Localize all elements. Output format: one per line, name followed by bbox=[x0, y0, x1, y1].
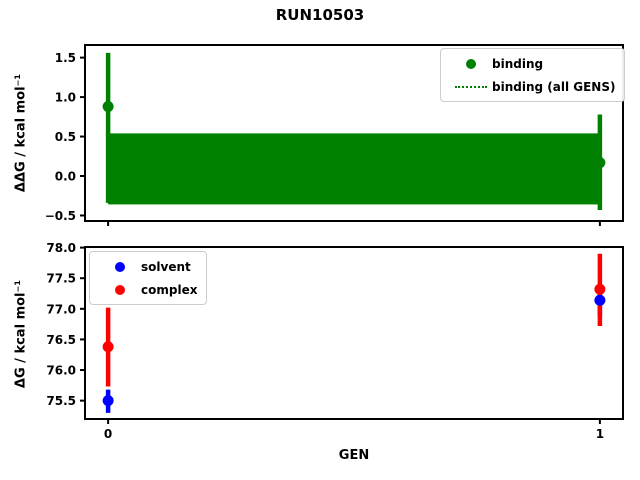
top-y-axis-label: ΔΔG / kcal mol⁻¹ bbox=[13, 73, 29, 193]
y-tick-label: −0.5 bbox=[45, 209, 76, 223]
legend-marker-cell bbox=[450, 85, 492, 88]
y-tick-label: 0.5 bbox=[55, 130, 76, 144]
axes-frame bbox=[84, 44, 624, 222]
y-tick-label: 78.0 bbox=[46, 241, 76, 255]
legend-item-solvent: solvent bbox=[99, 255, 197, 278]
legend-item-complex: complex bbox=[99, 278, 197, 301]
complex-marker-icon bbox=[115, 284, 125, 295]
y-tick-label: 75.5 bbox=[46, 394, 76, 408]
legend-marker-cell bbox=[99, 261, 141, 272]
legend-item-binding-all-gens: binding (all GENS) bbox=[450, 75, 615, 98]
complex-point bbox=[594, 283, 606, 295]
y-tick-label: 76.0 bbox=[46, 364, 76, 378]
uncertainty-band bbox=[108, 133, 600, 205]
legend-label: complex bbox=[141, 282, 198, 297]
dotted-line-icon bbox=[455, 85, 487, 88]
ddg-binding-axes: 1.5 1.0 0.5 0.0 −0.5 bbox=[45, 44, 624, 226]
y-tick-label: 76.5 bbox=[46, 333, 76, 347]
y-tick-label: 1.5 bbox=[55, 51, 76, 65]
x-tick-label: 1 bbox=[596, 427, 604, 441]
legend-marker-cell bbox=[450, 58, 492, 69]
legs-legend: solvent complex bbox=[89, 251, 208, 305]
complex-point bbox=[102, 341, 114, 353]
binding-legend: binding binding (all GENS) bbox=[440, 48, 626, 102]
solvent-point bbox=[102, 395, 114, 407]
x-axis-label: GEN bbox=[338, 448, 370, 463]
bottom-y-axis-label: ΔG / kcal mol⁻¹ bbox=[13, 279, 29, 389]
legend-marker-cell bbox=[99, 284, 141, 295]
solvent-marker-icon bbox=[115, 261, 125, 272]
legend-label: binding bbox=[492, 56, 544, 71]
legend-label: binding (all GENS) bbox=[492, 79, 616, 94]
y-tick-label: 0.0 bbox=[55, 170, 76, 184]
x-tick-label: 0 bbox=[104, 427, 112, 441]
y-tick-label: 77.0 bbox=[46, 302, 76, 316]
legend-label: solvent bbox=[141, 259, 191, 274]
figure-title: RUN10503 bbox=[275, 6, 365, 24]
dg-legs-axes: 78.0 77.5 77.0 76.5 76.0 75.5 0 1 bbox=[46, 241, 624, 441]
axes-frame bbox=[84, 246, 624, 420]
binding-marker-icon bbox=[466, 58, 476, 69]
solvent-point bbox=[594, 294, 606, 306]
legend-item-binding: binding bbox=[450, 52, 615, 75]
y-tick-label: 1.0 bbox=[55, 91, 76, 105]
binding-point bbox=[594, 157, 606, 169]
binding-point bbox=[102, 101, 114, 113]
y-tick-label: 77.5 bbox=[46, 272, 76, 286]
